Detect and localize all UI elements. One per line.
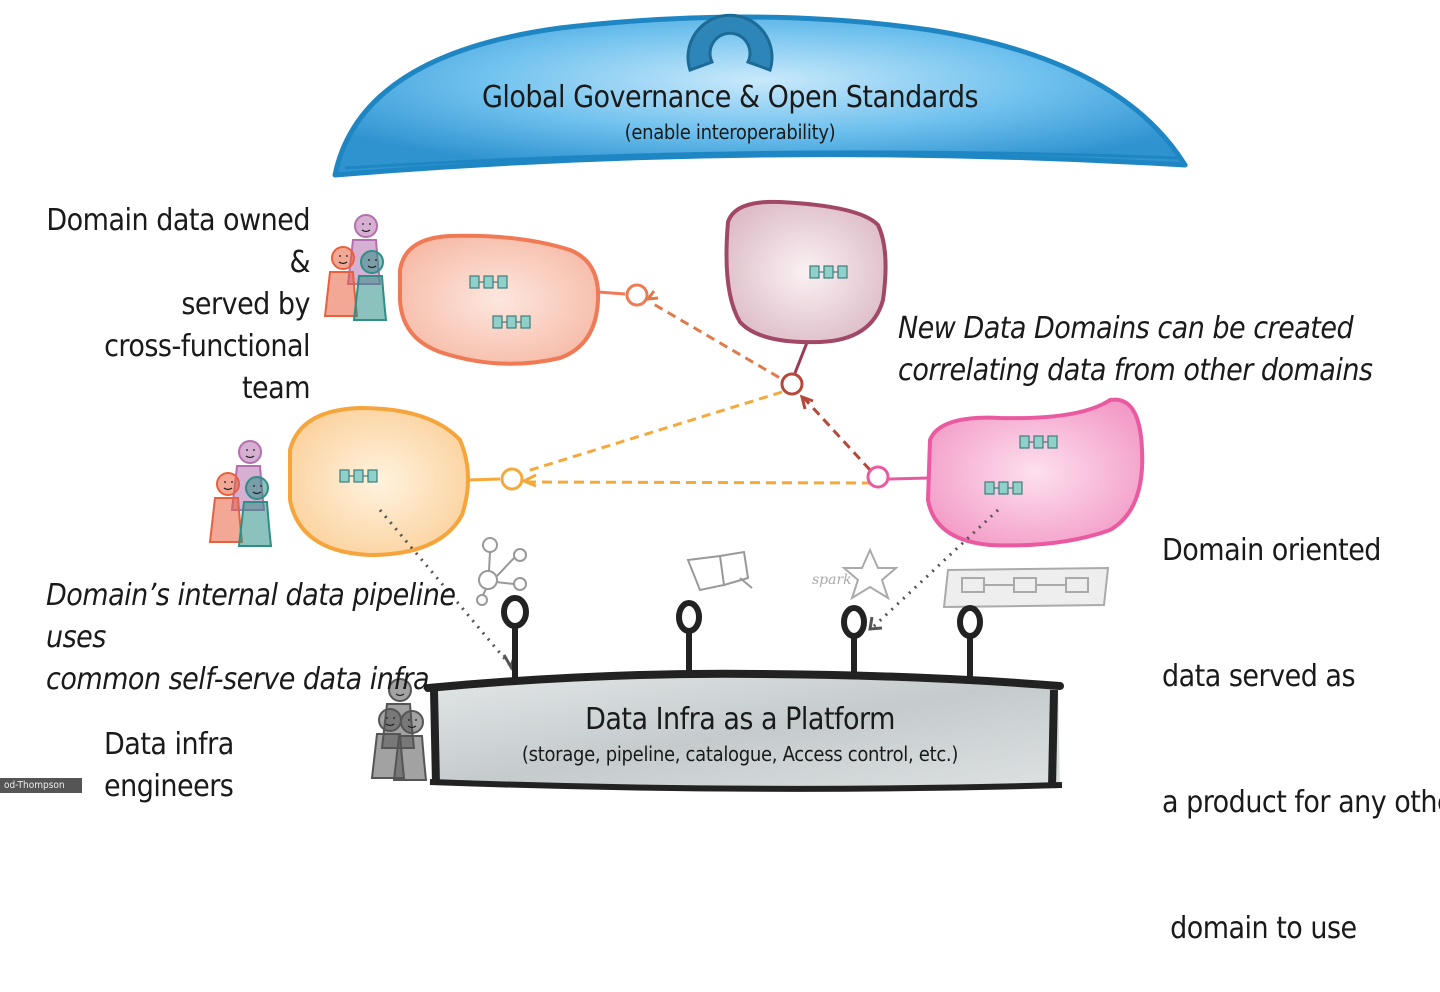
- cross-functional-team-avatars-left: [209, 440, 272, 547]
- cross-functional-team-avatars-top: [324, 214, 387, 321]
- new-domains-label: New Data Domains can be created correlat…: [898, 308, 1378, 392]
- connectors: [467, 283, 931, 491]
- platform-title: Data Infra as a Platform: [585, 702, 895, 737]
- domain-right: [925, 397, 1145, 548]
- domain-oriented-line-4: domain to use: [1162, 911, 1357, 946]
- platform-sockets: [501, 595, 983, 680]
- diagram-canvas: spark: [209, 13, 1188, 792]
- domain-left: [288, 405, 471, 558]
- domain-owned-label: Domain data owned & served by cross-func…: [40, 200, 310, 410]
- domain-oriented-line-1: Domain oriented: [1162, 533, 1381, 568]
- internal-pipeline-line-2: common self-serve data infra: [46, 662, 430, 697]
- internal-pipeline-label: Domain’s internal data pipeline uses com…: [46, 575, 476, 701]
- governance-subtitle: (enable interoperability): [624, 120, 836, 144]
- open-source-logo-icon: [686, 13, 774, 72]
- governance-title: Global Governance & Open Standards: [481, 80, 979, 115]
- domain-oriented-label: Domain oriented data served as a product…: [1162, 446, 1440, 992]
- graph-tool-icon: [476, 537, 527, 606]
- new-domains-line-1: New Data Domains can be created: [898, 311, 1354, 346]
- platform-subtitle: (storage, pipeline, catalogue, Access co…: [521, 742, 959, 766]
- domain-oriented-line-3: a product for any other: [1162, 785, 1440, 820]
- credit-tag: od-Thompson: [0, 778, 82, 793]
- pipeline-tool-icon: [942, 566, 1110, 609]
- new-domain-port-icon: [780, 372, 804, 396]
- right-domain-port-icon: [866, 465, 890, 489]
- governance-umbrella: [332, 14, 1188, 178]
- new-domains-line-2: correlating data from other domains: [898, 353, 1373, 388]
- left-domain-port-icon: [500, 467, 524, 491]
- domain-oriented-line-2: data served as: [1162, 659, 1356, 694]
- infra-engineers-label: Data infra engineers: [104, 727, 234, 804]
- dashboard-tool-icon: [686, 550, 753, 592]
- svg-text:spark: spark: [812, 572, 852, 588]
- domain-top-center: [724, 199, 888, 345]
- domain-owned-line-2: served by: [181, 287, 310, 322]
- domain-owned-line-1: Domain data owned &: [46, 203, 310, 280]
- internal-pipeline-line-1: Domain’s internal data pipeline uses: [46, 578, 456, 655]
- data-infra-platform: [424, 669, 1064, 792]
- domain-owned-line-3: cross-functional team: [104, 329, 310, 406]
- spark-tool-icon: spark: [812, 547, 899, 601]
- top-left-domain-port-icon: [625, 283, 649, 307]
- domain-top-left: [398, 233, 601, 366]
